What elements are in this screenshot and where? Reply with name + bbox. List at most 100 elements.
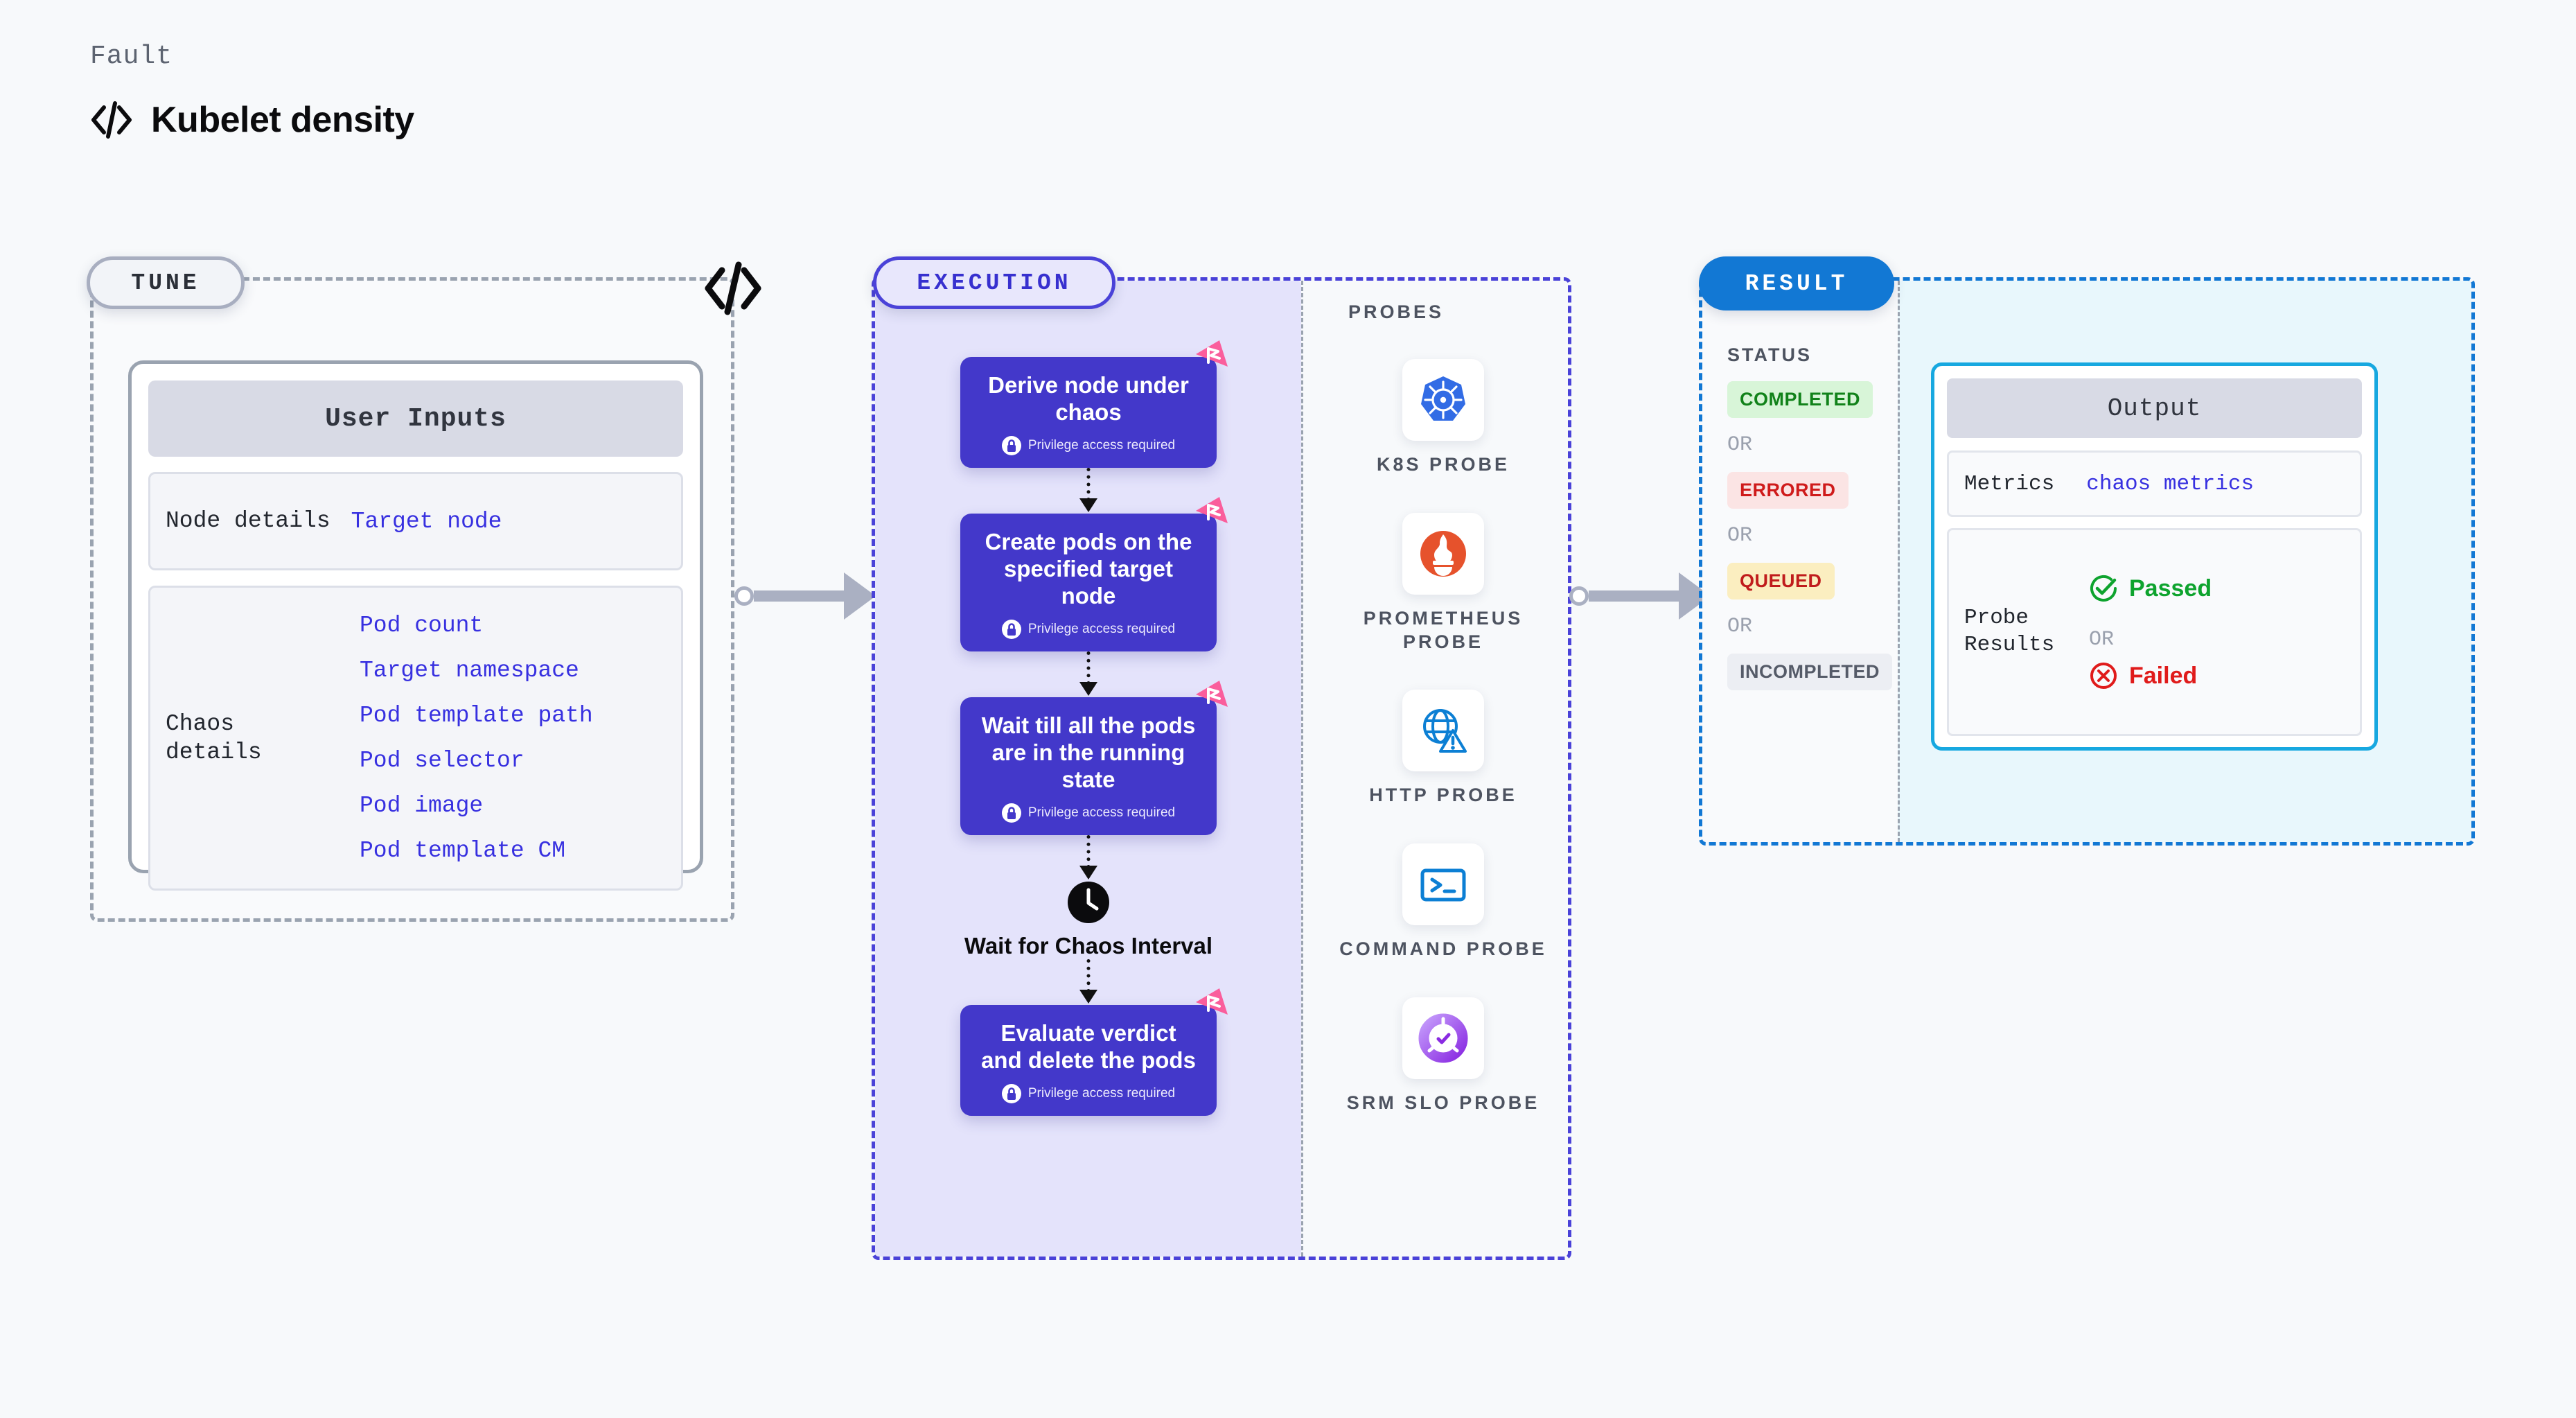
input-value-pod-count[interactable]: Pod count [360, 613, 484, 638]
verdict-passed-label: Passed [2129, 575, 2212, 602]
wait-label: Wait for Chaos Interval [964, 932, 1213, 959]
code-brackets-icon [91, 101, 132, 139]
kubernetes-helm-icon [1421, 376, 1465, 421]
flow-arrow-line [1086, 467, 1091, 501]
execution-step-title: Evaluate verdict and delete the pods [981, 1020, 1196, 1074]
privilege-note: Privilege access required [978, 619, 1199, 639]
output-row-probe-results: Probe Results Passed OR Failed [1947, 528, 2362, 736]
fault-eyebrow: Fault [90, 42, 173, 71]
flow-arrow-line [1086, 651, 1091, 685]
verdict-passed: Passed [2089, 574, 2212, 603]
metrics-value[interactable]: chaos metrics [2086, 471, 2255, 496]
probe-label: COMMAND PROBE [1339, 938, 1547, 959]
input-value-pod-template-cm[interactable]: Pod template CM [360, 838, 566, 864]
execution-flow: Derive node under chaos Privilege access… [908, 340, 1269, 1116]
wait-for-chaos-interval: Wait for Chaos Interval [960, 881, 1217, 960]
execution-step[interactable]: Wait till all the pods are in the runnin… [960, 680, 1228, 835]
status-badge-queued: QUEUED [1727, 563, 1835, 599]
check-circle-icon [2090, 575, 2117, 602]
input-value-pod-image[interactable]: Pod image [360, 793, 484, 819]
output-row-metrics: Metrics chaos metrics [1947, 450, 2362, 517]
title-row: Kubelet density [90, 99, 414, 141]
verdict-failed-label: Failed [2129, 662, 2198, 689]
status-or: OR [1727, 524, 1753, 548]
probe-results-values: Passed OR Failed [2089, 574, 2212, 690]
slo-donut-check-icon [1418, 1013, 1468, 1063]
probe-results-key: Probe Results [1964, 606, 2055, 657]
result-divider [1898, 281, 1900, 842]
output-header: Output [1947, 378, 2362, 438]
output-card: Output Metrics chaos metrics Probe Resul… [1931, 362, 2378, 751]
tune-panel: User Inputs Node details Target node Cha… [90, 277, 734, 922]
input-value-target-node[interactable]: Target node [351, 508, 502, 534]
status-title: STATUS [1727, 344, 1812, 365]
input-row-chaos-details: Chaos details Pod count Target namespace… [148, 586, 683, 891]
flow-arrow-line [1086, 834, 1091, 868]
input-row-node-details: Node details Target node [148, 472, 683, 570]
connector-start-dot [1569, 586, 1589, 606]
result-badge[interactable]: RESULT [1699, 256, 1894, 310]
input-row-key: Node details [166, 508, 330, 534]
flow-arrow [960, 651, 1217, 697]
execution-step[interactable]: Derive node under chaos Privilege access… [960, 340, 1228, 468]
probe-tile [1402, 512, 1484, 595]
probes-column: PROBES K8S PROBE [1329, 301, 1558, 1115]
status-badge-errored: ERRORED [1727, 472, 1849, 509]
privilege-note-text: Privilege access required [1027, 805, 1176, 820]
probe-results-or: OR [2089, 628, 2115, 651]
probes-title: PROBES [1348, 301, 1445, 322]
flow-arrow [960, 467, 1217, 514]
chaos-flag-icon [1196, 496, 1228, 523]
lock-icon [1001, 619, 1021, 639]
probe-label: PROMETHEUS PROBE [1363, 607, 1524, 652]
input-row-values: Pod count Target namespace Pod template … [360, 613, 593, 864]
page-title: Kubelet density [151, 100, 414, 140]
user-inputs-header: User Inputs [148, 380, 683, 457]
execution-probes-divider [1301, 281, 1303, 1257]
probe-label: HTTP PROBE [1369, 785, 1517, 806]
flow-arrow-tip [1079, 498, 1097, 512]
flow-arrow-tip [1079, 681, 1097, 696]
input-value-pod-template-path[interactable]: Pod template path [360, 703, 593, 728]
probe-item-command[interactable]: COMMAND PROBE [1329, 843, 1558, 961]
connector-bar [1589, 590, 1679, 602]
execution-step-title: Create pods on the specified target node [985, 528, 1192, 609]
status-badge-completed: COMPLETED [1727, 381, 1873, 418]
execution-step-final[interactable]: Evaluate verdict and delete the pods Pri… [960, 988, 1228, 1116]
input-value-target-namespace[interactable]: Target namespace [360, 658, 579, 683]
probe-tile [1402, 359, 1484, 441]
flow-arrow-tip [1079, 865, 1097, 879]
metrics-key: Metrics [1964, 471, 2055, 496]
prometheus-torch-icon [1420, 530, 1466, 577]
probe-tile [1402, 843, 1484, 925]
probe-tile [1402, 997, 1484, 1079]
probe-item-k8s[interactable]: K8S PROBE [1329, 359, 1558, 477]
probe-item-srm-slo[interactable]: SRM SLO PROBE [1329, 997, 1558, 1115]
result-panel: STATUS COMPLETED OR ERRORED OR QUEUED OR… [1699, 277, 2475, 846]
lock-icon [1001, 1083, 1021, 1103]
status-or: OR [1727, 433, 1753, 457]
privilege-note-text: Privilege access required [1027, 621, 1176, 636]
status-badge-incompleted: INCOMPLETED [1727, 654, 1893, 690]
user-inputs-card: User Inputs Node details Target node Cha… [128, 360, 703, 891]
input-value-pod-selector[interactable]: Pod selector [360, 748, 524, 773]
execution-badge[interactable]: EXECUTION [873, 256, 1115, 309]
probe-item-prometheus[interactable]: PROMETHEUS PROBE [1329, 512, 1558, 654]
globe-alert-icon [1423, 709, 1467, 753]
probe-item-http[interactable]: HTTP PROBE [1329, 690, 1558, 807]
lock-icon [1001, 435, 1021, 455]
input-row-key: Chaos details [166, 710, 262, 765]
connector-bar [754, 590, 844, 602]
privilege-note-text: Privilege access required [1027, 437, 1176, 453]
flow-arrow [960, 834, 1217, 881]
x-circle-icon [2090, 663, 2117, 689]
clock-icon [1068, 881, 1109, 923]
probe-tile [1402, 690, 1484, 772]
flow-arrow-tip [1079, 990, 1097, 1004]
probe-label: K8S PROBE [1376, 454, 1510, 475]
result-status-fill [1702, 281, 1898, 842]
tune-badge[interactable]: TUNE [87, 256, 245, 309]
terminal-icon [1420, 868, 1466, 902]
status-or: OR [1727, 615, 1753, 638]
execution-step[interactable]: Create pods on the specified target node… [960, 496, 1228, 651]
